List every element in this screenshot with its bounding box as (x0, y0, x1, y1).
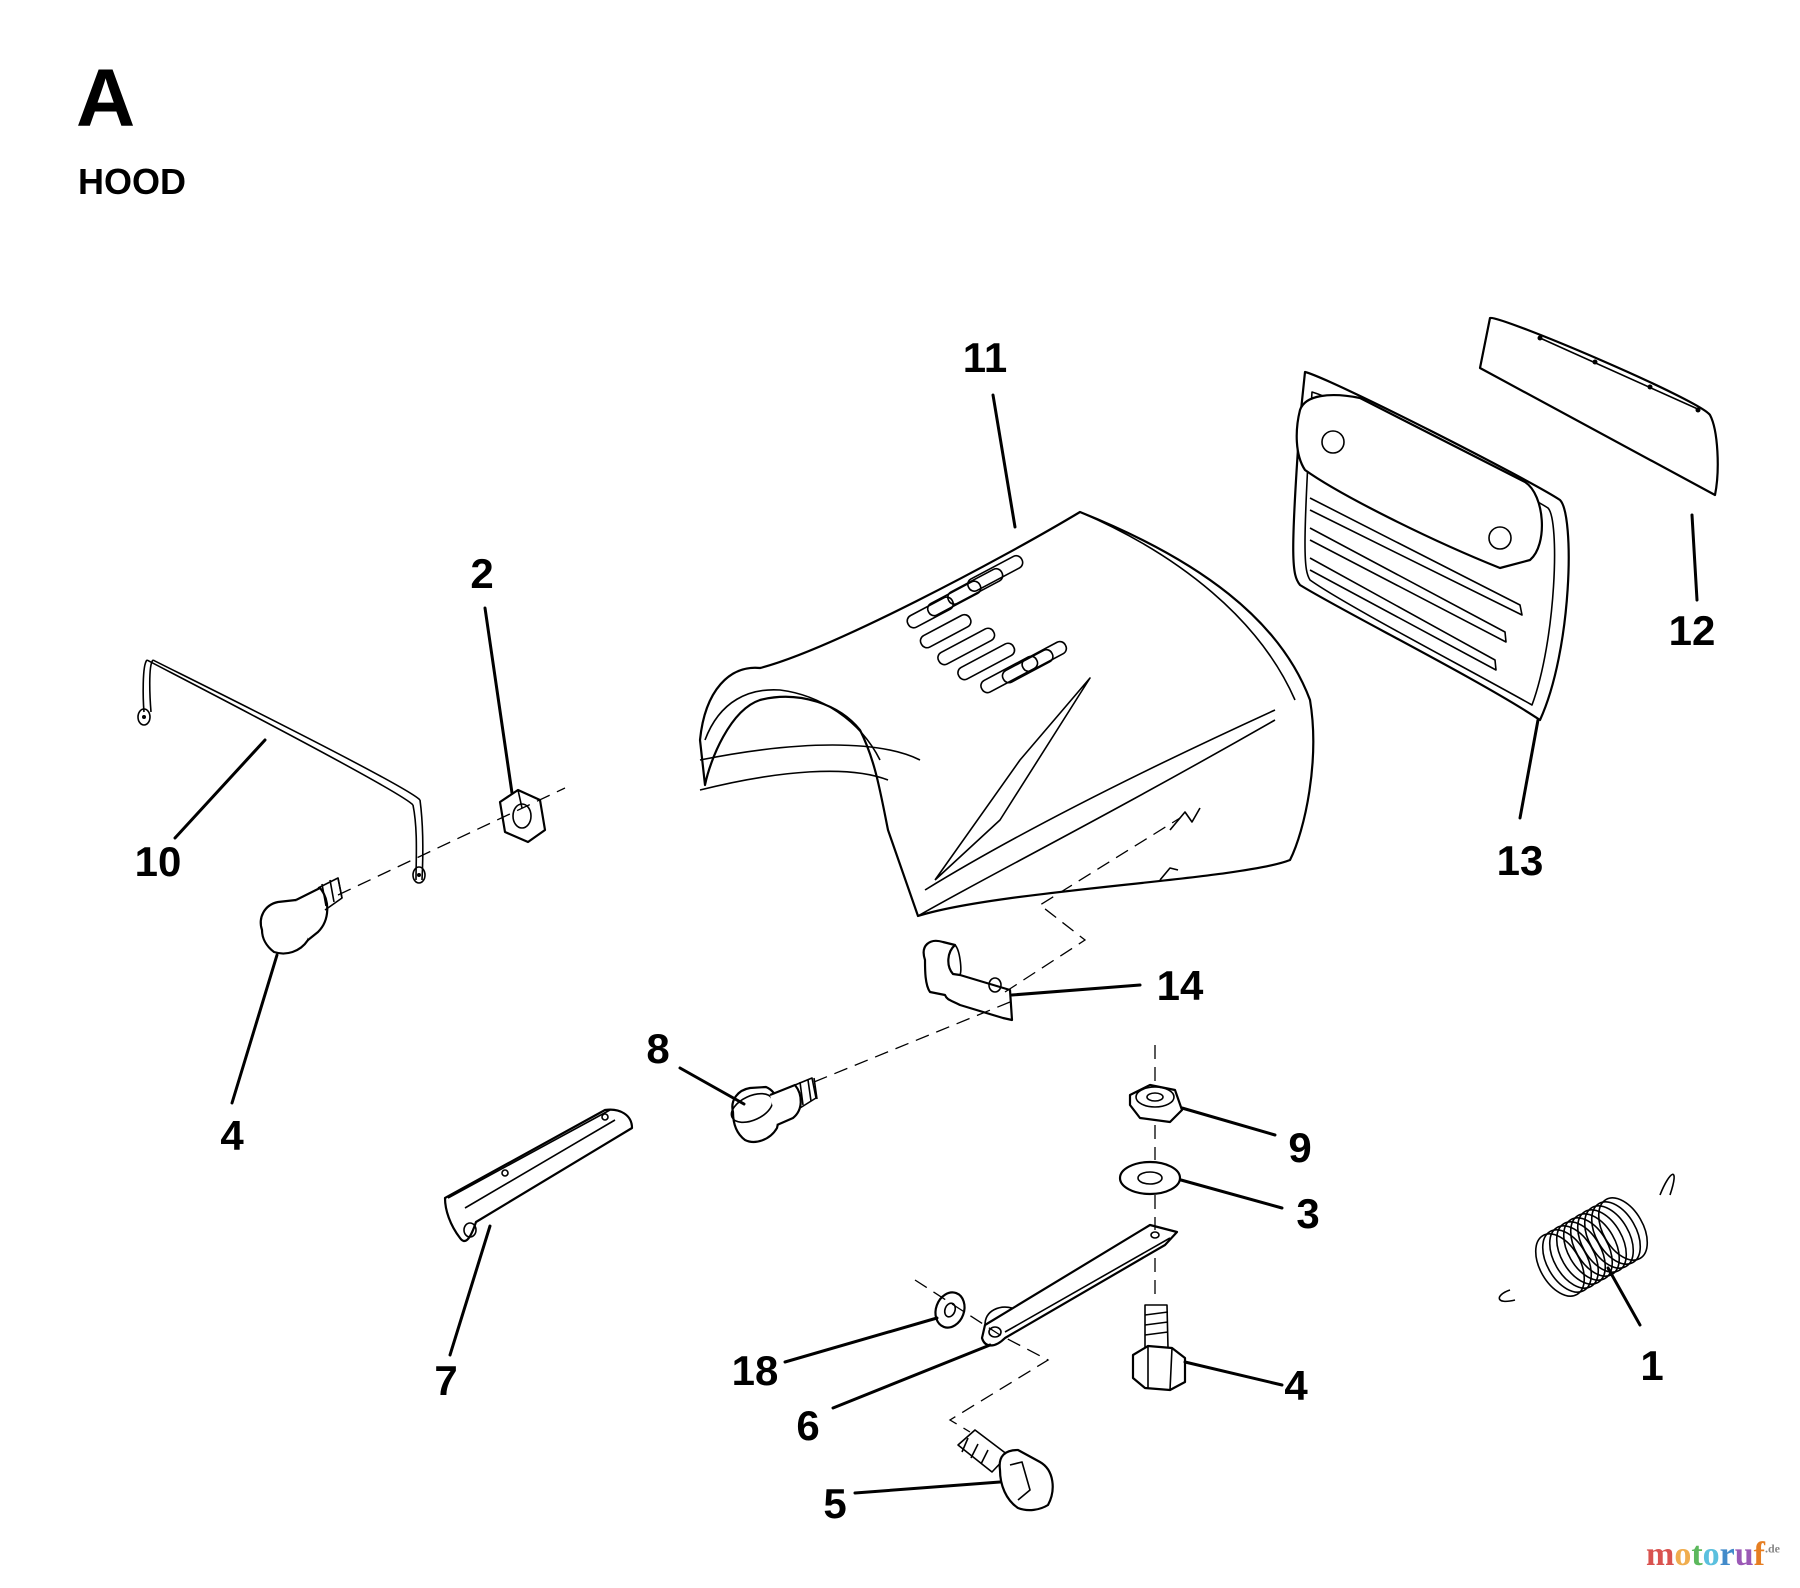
bolt-4a-part (259, 877, 343, 955)
callout-8: 8 (646, 1025, 669, 1072)
section-title: HOOD (78, 161, 186, 202)
spring-part (1498, 1173, 1675, 1303)
spring-coils (1534, 1197, 1649, 1297)
nut-9-part (1128, 1083, 1184, 1124)
callout-10: 10 (135, 838, 182, 885)
clip-part (922, 939, 1014, 1022)
callout-5: 5 (823, 1480, 846, 1527)
watermark-suffix: .de (1765, 1541, 1780, 1556)
callout-13: 13 (1497, 837, 1544, 884)
callout-12: 12 (1669, 607, 1716, 654)
assembly-lines (337, 787, 1181, 1433)
bolt-5-part (957, 1429, 1054, 1512)
strap-part (980, 1223, 1179, 1347)
watermark-brand: motoruf (1646, 1536, 1765, 1573)
callout-11: 11 (963, 334, 1007, 381)
callout-1: 1 (1640, 1342, 1663, 1389)
callout-9: 9 (1288, 1124, 1311, 1171)
callout-2: 2 (470, 550, 493, 597)
callout-4-left: 4 (220, 1112, 244, 1159)
grille-part (1292, 370, 1570, 722)
watermark-logo: motoruf.de (1646, 1536, 1780, 1574)
washer-3-part (1118, 1160, 1182, 1196)
callout-18: 18 (732, 1347, 779, 1394)
nut-2-part (498, 788, 547, 844)
hood-vents (906, 554, 1068, 694)
callout-14: 14 (1157, 962, 1204, 1009)
section-letter: A (76, 53, 136, 144)
trim-strip-part (1478, 316, 1719, 497)
callout-4-right: 4 (1284, 1362, 1308, 1409)
bolt-4b-part (1131, 1304, 1187, 1392)
rod-part (137, 659, 426, 884)
callout-6: 6 (796, 1402, 819, 1449)
hood-part (698, 510, 1315, 918)
callout-7: 7 (434, 1357, 457, 1404)
washer-18-part (934, 1291, 966, 1329)
leader-lines (173, 393, 1699, 1495)
flange-bolt-part (730, 1077, 818, 1144)
callouts: 11 2 10 4 12 13 14 8 9 3 7 1 18 6 4 5 (135, 334, 1716, 1527)
callout-3: 3 (1296, 1190, 1319, 1237)
bracket-7-part (443, 1108, 634, 1243)
